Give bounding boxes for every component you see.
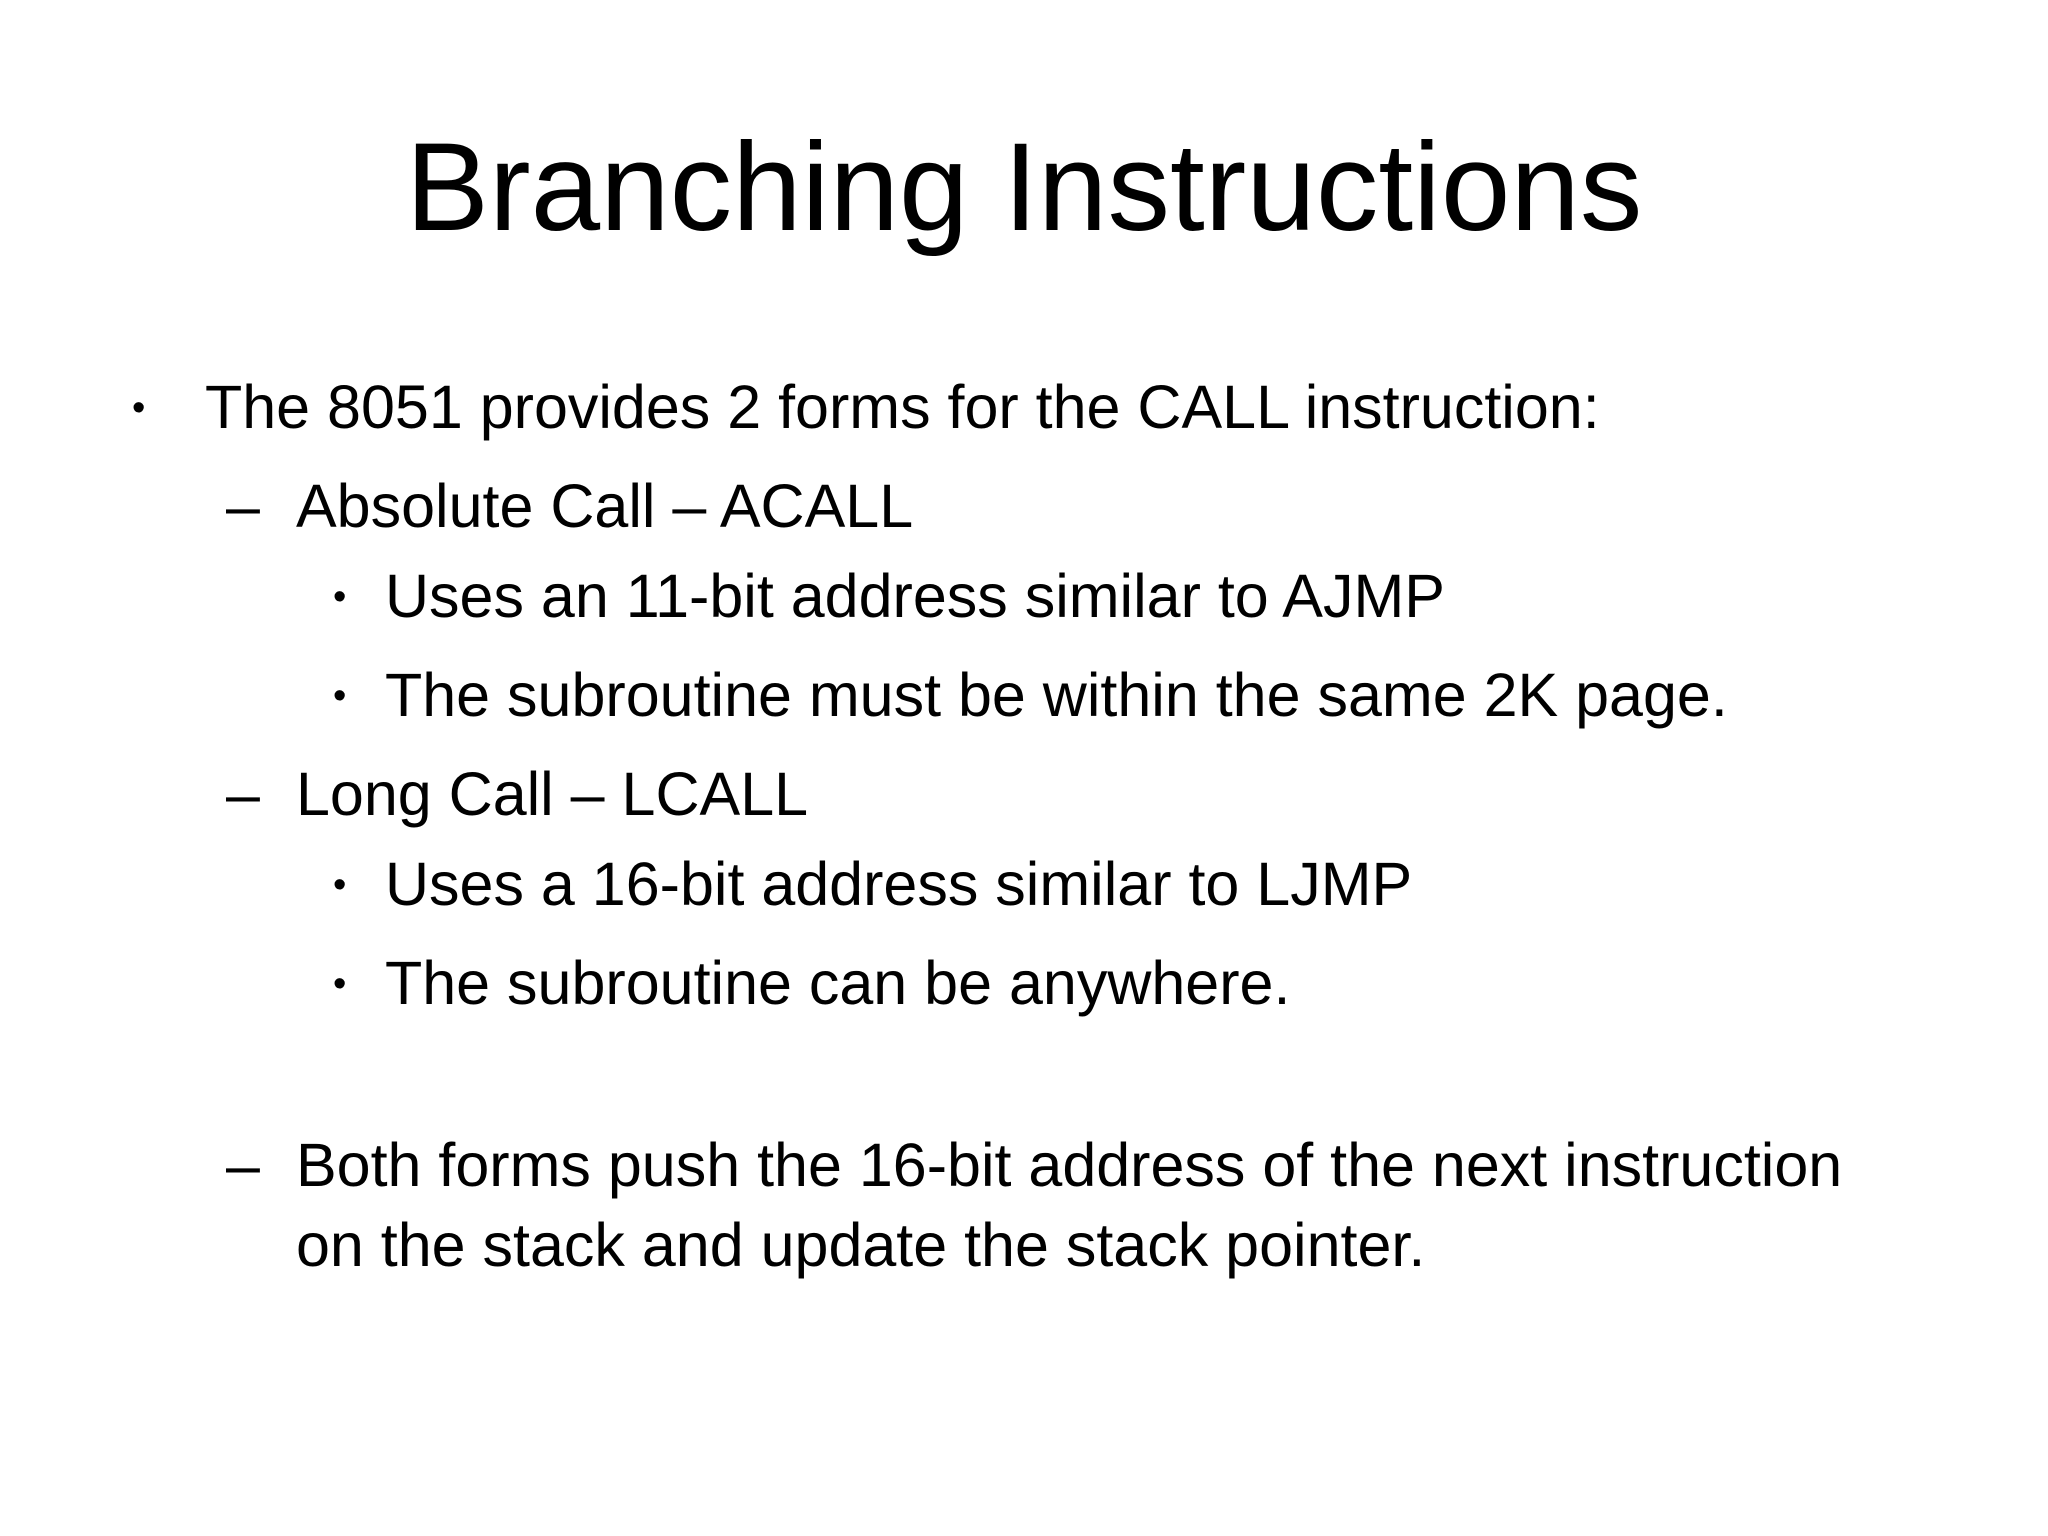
bullet-text: Long Call – LCALL — [296, 760, 809, 828]
bullet-item: – Long Call – LCALL — [0, 754, 2048, 834]
bullet-text: Uses a 16-bit address similar to LJMP — [385, 850, 1413, 918]
slide-title: Branching Instructions — [405, 118, 1643, 257]
bullet-item: • The subroutine can be anywhere. — [0, 943, 2048, 1032]
bullet-item: • The 8051 provides 2 forms for the CALL… — [0, 367, 2048, 456]
bullet-marker: • — [333, 864, 347, 906]
bullet-item: • The subroutine must be within the same… — [0, 655, 2048, 744]
bullet-text: Uses an 11-bit address similar to AJMP — [385, 562, 1445, 630]
bullet-text: The subroutine can be anywhere. — [385, 949, 1291, 1017]
bullet-text: Both forms push the 16-bit address of th… — [296, 1131, 1843, 1279]
bullet-item: • Uses an 11-bit address similar to AJMP — [0, 556, 2048, 645]
bullet-marker: – — [226, 760, 260, 828]
bullet-marker: • — [333, 675, 347, 717]
bullet-marker: • — [333, 576, 347, 618]
bullet-text: Absolute Call – ACALL — [296, 472, 914, 540]
bullet-item: • Uses a 16-bit address similar to LJMP — [0, 844, 2048, 933]
bullet-text: The subroutine must be within the same 2… — [385, 661, 1728, 729]
bullet-marker: • — [333, 963, 347, 1005]
bullet-marker: – — [226, 1131, 260, 1199]
bullet-marker: • — [132, 387, 146, 429]
bullet-item: – Both forms push the 16-bit address of … — [0, 1125, 2048, 1285]
bullet-item: – Absolute Call – ACALL — [0, 466, 2048, 546]
bullet-text: The 8051 provides 2 forms for the CALL i… — [205, 373, 1600, 441]
bullet-list: • The 8051 provides 2 forms for the CALL… — [0, 367, 2048, 1295]
bullet-marker: – — [226, 472, 260, 540]
